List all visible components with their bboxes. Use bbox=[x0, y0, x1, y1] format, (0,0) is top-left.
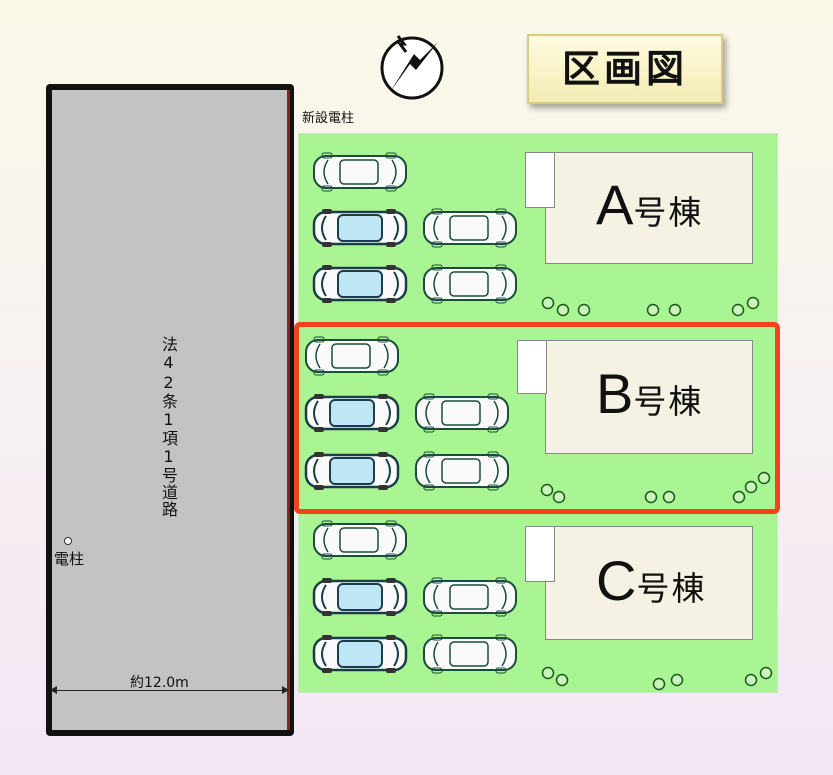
shrub-icon bbox=[746, 296, 760, 310]
shrub-icon bbox=[556, 303, 570, 317]
lot-b-highlight-frame bbox=[294, 322, 780, 514]
car-icon bbox=[422, 264, 518, 304]
car-icon bbox=[312, 520, 408, 560]
shrub-icon bbox=[744, 673, 758, 687]
shrub-icon bbox=[652, 677, 666, 691]
car-icon bbox=[312, 152, 408, 192]
car-icon bbox=[312, 264, 408, 304]
car-icon bbox=[422, 634, 518, 674]
shrub-icon bbox=[759, 666, 773, 680]
porch-lot-c bbox=[525, 526, 555, 582]
car-icon bbox=[422, 577, 518, 617]
shrub-icon bbox=[541, 296, 555, 310]
porch-lot-a bbox=[525, 152, 555, 208]
road-boundary-line bbox=[287, 90, 290, 730]
lot-label-a: A号棟 bbox=[596, 173, 704, 236]
house-lot-c bbox=[545, 526, 753, 640]
arrow-left-icon bbox=[50, 686, 57, 694]
utility-pole-icon bbox=[64, 537, 72, 545]
road-width-dimension-line bbox=[52, 690, 286, 691]
car-icon bbox=[312, 577, 408, 617]
shrub-icon bbox=[555, 673, 569, 687]
lot-label-b: B号棟 bbox=[596, 362, 704, 425]
page-title: 区画図 bbox=[527, 34, 723, 104]
car-icon bbox=[312, 634, 408, 674]
road-type-label: 法42条1項1号道路 bbox=[159, 336, 178, 518]
house-lot-b bbox=[545, 340, 753, 454]
new-utility-pole-label: 新設電柱 bbox=[302, 111, 355, 126]
car-icon bbox=[312, 208, 408, 248]
lot-label-c: C号棟 bbox=[596, 549, 707, 612]
shrub-icon bbox=[668, 303, 682, 317]
shrub-icon bbox=[541, 666, 555, 680]
road-width-label: 約12.0m bbox=[130, 675, 189, 691]
car-icon bbox=[422, 208, 518, 248]
porch-lot-b bbox=[517, 340, 547, 394]
shrub-icon bbox=[577, 303, 591, 317]
utility-pole-label: 電柱 bbox=[54, 550, 85, 568]
shrub-icon bbox=[731, 303, 745, 317]
arrow-right-icon bbox=[282, 686, 289, 694]
north-arrow-compass-icon bbox=[380, 35, 444, 100]
shrub-icon bbox=[646, 303, 660, 317]
road-area bbox=[46, 84, 294, 736]
house-lot-a bbox=[545, 152, 753, 264]
shrub-icon bbox=[670, 673, 684, 687]
